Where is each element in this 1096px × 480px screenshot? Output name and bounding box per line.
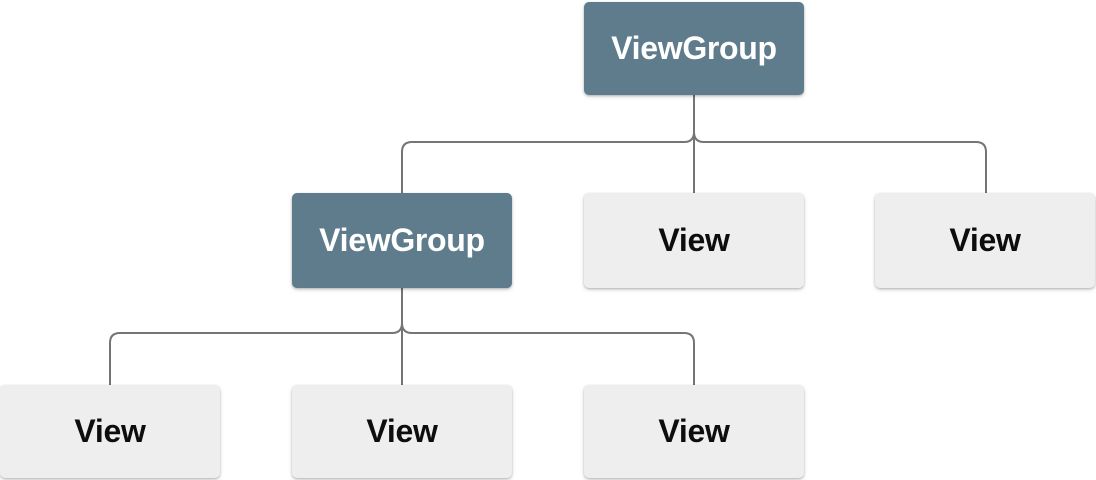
edge-root-to-child-3 [693, 95, 987, 193]
node-view-child-middle: View [584, 193, 804, 288]
node-label: View [366, 413, 438, 449]
node-label: ViewGroup [611, 30, 777, 66]
node-view-grandchild-right: View [584, 385, 804, 478]
edge-child-1-to-grandchild-1 [109, 288, 403, 385]
node-view-child-right: View [875, 193, 1095, 288]
node-label: View [74, 413, 146, 449]
node-view-grandchild-left: View [0, 385, 220, 478]
node-label: View [658, 413, 730, 449]
node-label: View [949, 222, 1021, 258]
node-label: ViewGroup [319, 222, 485, 258]
edge-child-1-to-grandchild-3 [401, 288, 695, 385]
node-viewgroup-child: ViewGroup [292, 193, 512, 288]
edge-root-to-child-1 [401, 95, 695, 193]
node-viewgroup-root: ViewGroup [584, 2, 804, 95]
node-view-grandchild-middle: View [292, 385, 512, 478]
node-label: View [658, 222, 730, 258]
